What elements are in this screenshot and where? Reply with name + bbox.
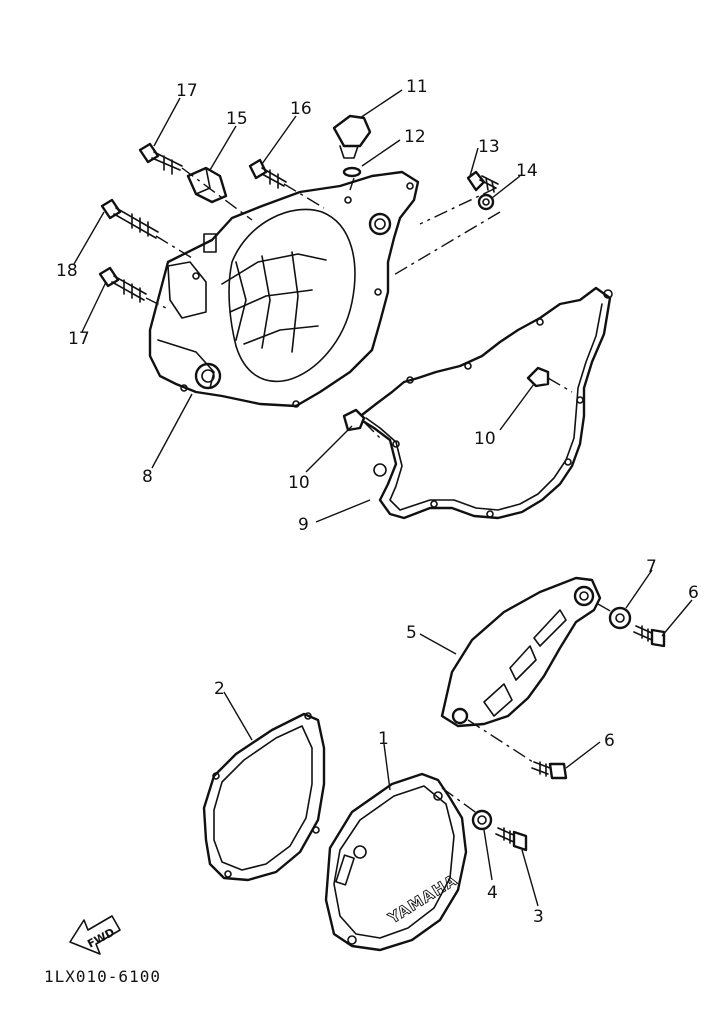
callout-9: 9	[298, 515, 309, 535]
callout-4: 4	[487, 883, 498, 903]
cover-brand-text: YAMAHA	[384, 871, 460, 928]
callout-7: 7	[646, 557, 657, 577]
callout-5: 5	[406, 623, 417, 643]
bolt-part-16	[248, 158, 287, 189]
bolt-part-17-lower	[98, 266, 147, 303]
callout-12: 12	[404, 127, 426, 147]
callout-3: 3	[533, 907, 544, 927]
clamp-part-15	[186, 166, 228, 204]
callout-10-right: 10	[474, 429, 496, 449]
crankcase-cover-part-8	[148, 170, 420, 408]
callout-6-lower: 6	[604, 731, 615, 751]
bolt-part-13	[466, 170, 499, 193]
diagram-part-code: 1LX010-6100	[44, 967, 161, 986]
callout-17-upper: 17	[176, 81, 198, 101]
bolt-part-17-upper	[138, 142, 183, 175]
callout-2: 2	[214, 679, 225, 699]
gasket-part-9	[356, 286, 613, 520]
leader-lines	[73, 89, 693, 907]
callout-18: 18	[56, 261, 78, 281]
callout-11: 11	[406, 77, 428, 97]
assembly-dash-lines	[145, 167, 613, 815]
callout-14: 14	[516, 161, 538, 181]
callout-8: 8	[142, 467, 153, 487]
bolt-part-3	[495, 827, 528, 852]
callout-10-left: 10	[288, 473, 310, 493]
o-ring-part-12	[342, 166, 362, 178]
bolt-part-18	[100, 198, 159, 239]
bolt-part-6-lower	[531, 761, 568, 780]
callout-1: 1	[378, 729, 389, 749]
generator-cover-part-1: YAMAHA	[324, 772, 468, 952]
washer-part-7	[608, 606, 632, 630]
filler-cap-part-11	[332, 114, 372, 159]
callout-16: 16	[290, 99, 312, 119]
washer-part-14	[477, 193, 495, 211]
callout-13: 13	[478, 137, 500, 157]
dowel-pin-part-10	[342, 366, 550, 432]
washer-part-4	[471, 809, 493, 831]
callout-17-lower: 17	[68, 329, 90, 349]
bolt-part-6-upper	[633, 625, 666, 648]
forward-arrow-icon: FWD	[69, 915, 121, 955]
callout-6-upper: 6	[688, 583, 699, 603]
callout-labels: 1 2 3 4 5 6 6 7 8 9 10 10 11 12 13 14 15…	[56, 77, 699, 927]
sprocket-cover-part-5	[440, 576, 602, 728]
callout-15: 15	[226, 109, 248, 129]
gasket-part-2	[202, 712, 326, 882]
